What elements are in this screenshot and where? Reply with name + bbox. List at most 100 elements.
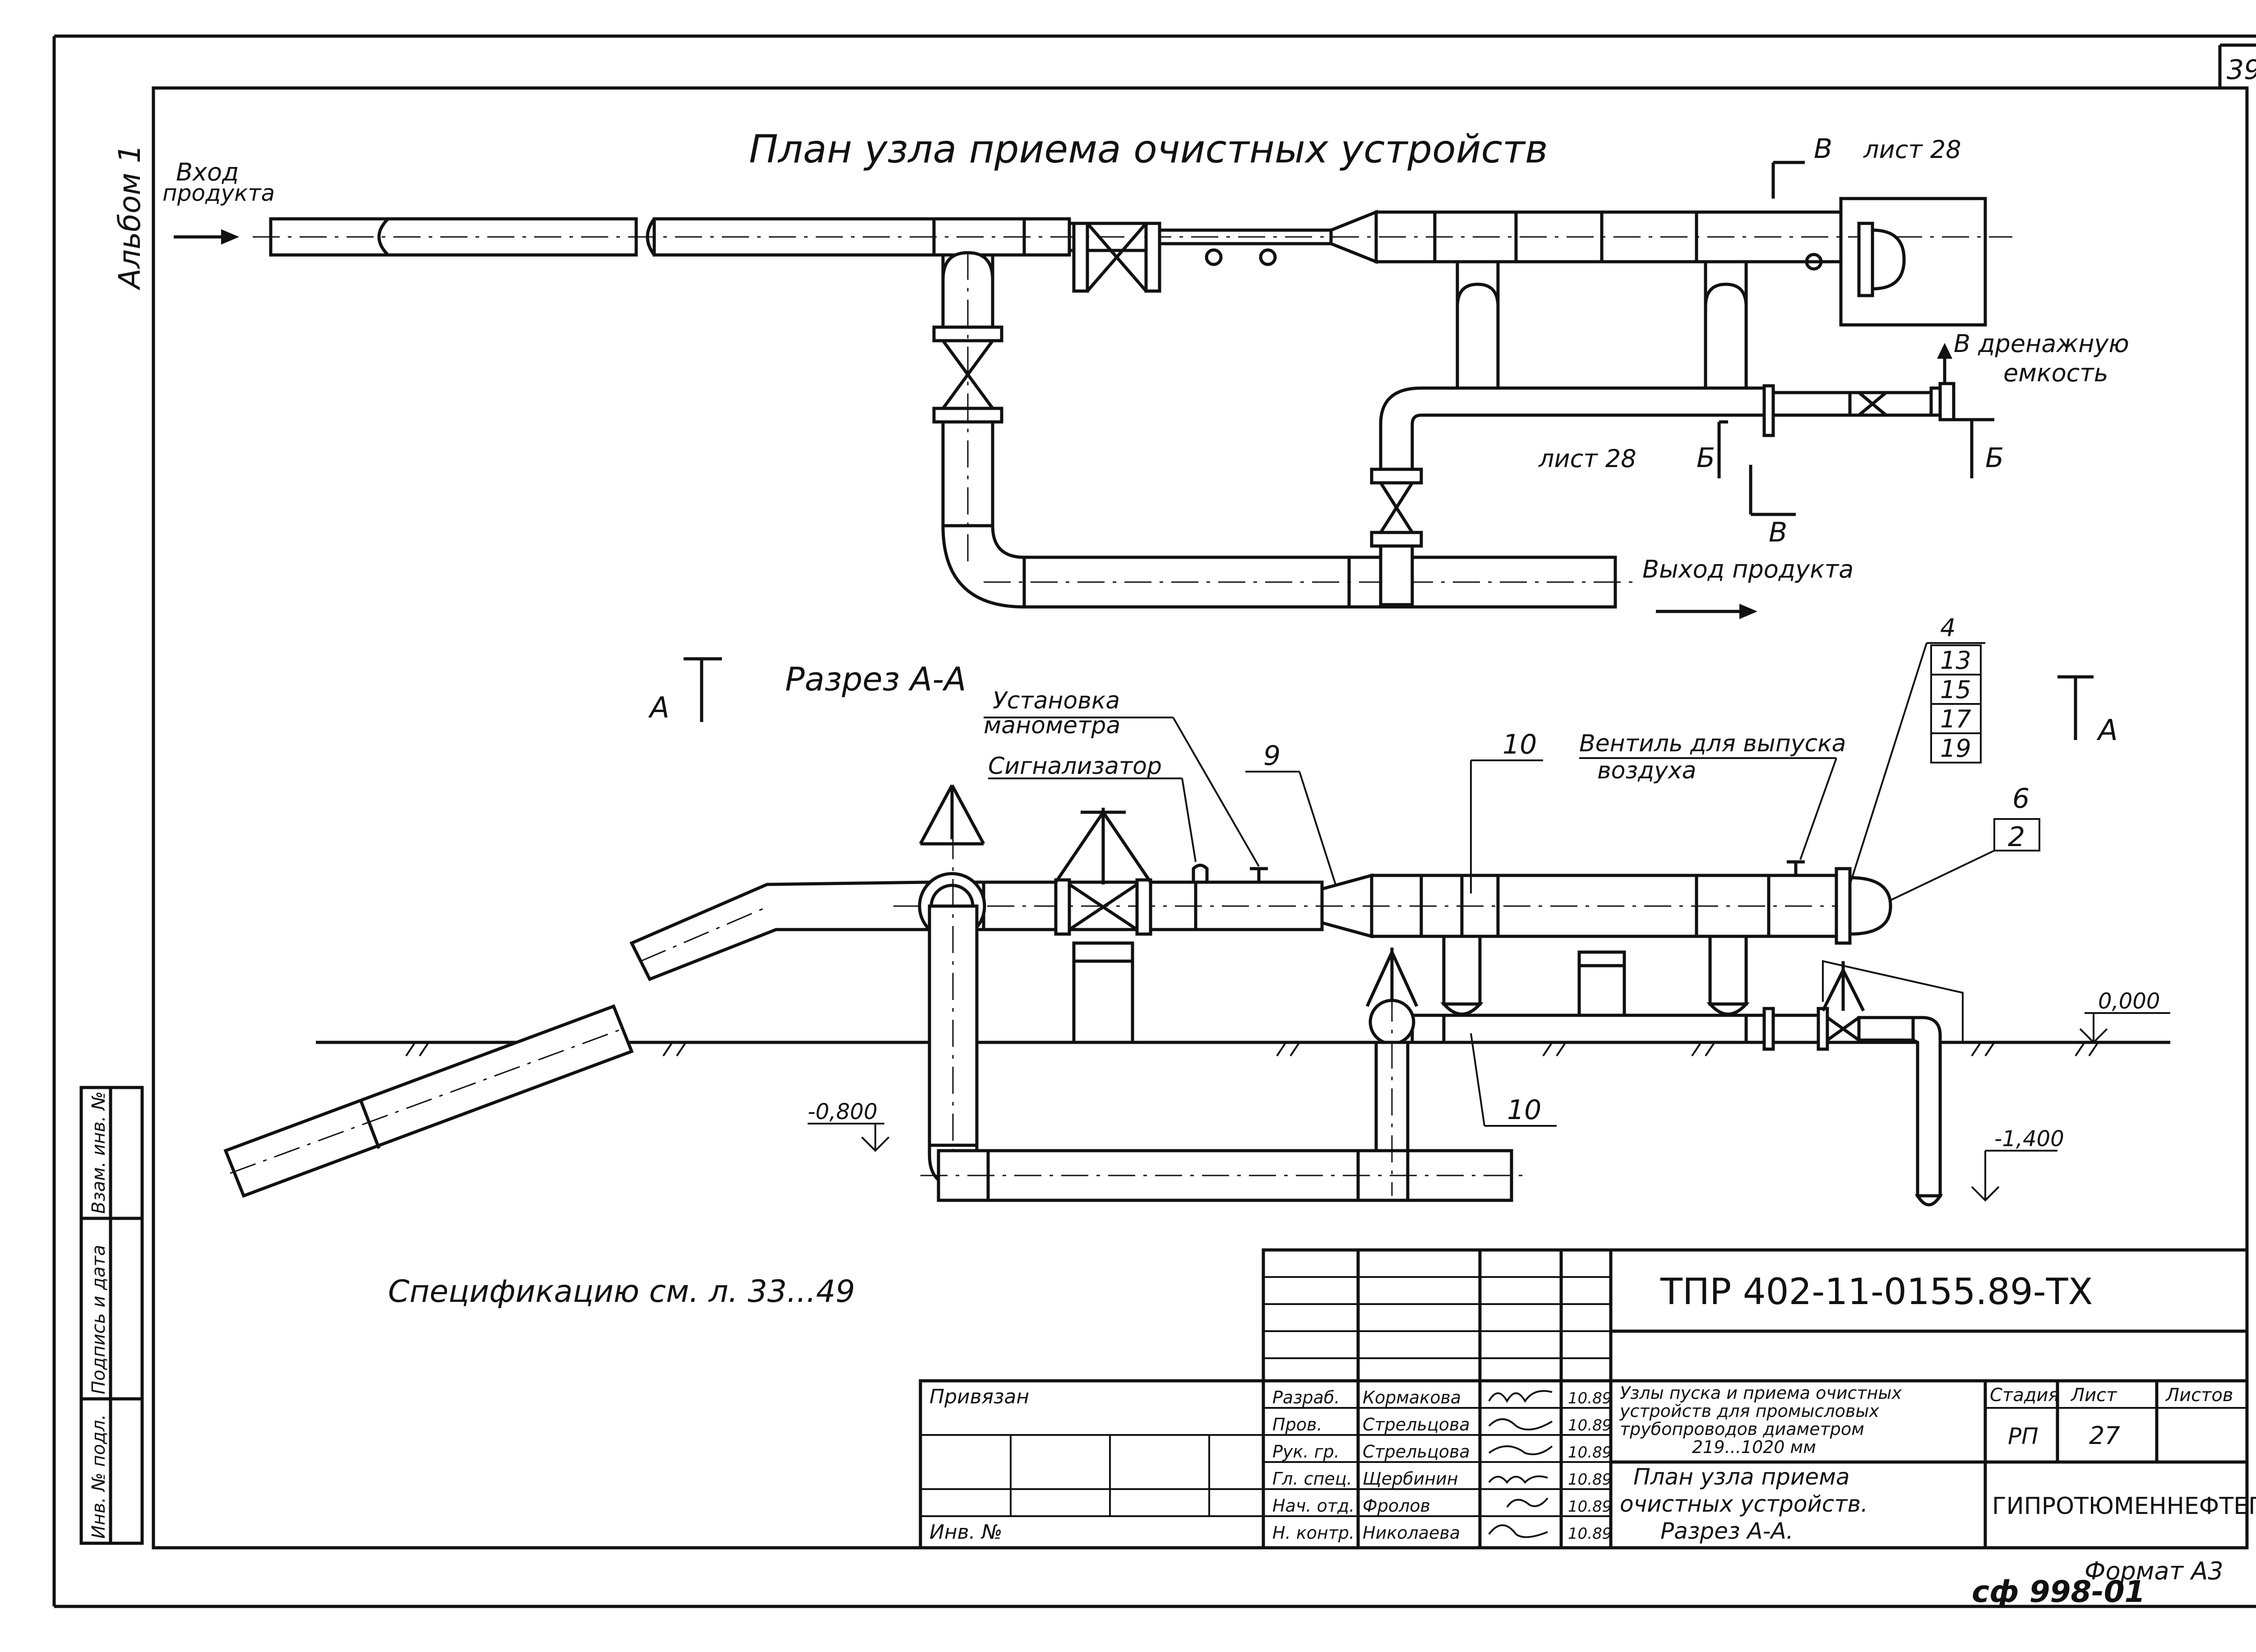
bottom-pipe-section <box>920 1149 1525 1202</box>
pos-10-bottom: 10 <box>1507 1094 1541 1126</box>
sheet-header: Лист <box>2070 1385 2117 1406</box>
section-marker-left: А <box>648 691 670 725</box>
sheet-title-2: очистных устройств. <box>1620 1491 1868 1517</box>
date-2: 10.89 <box>1568 1444 1612 1462</box>
leader-gauge-2 <box>1172 717 1260 867</box>
plan-title: План узла приема очистных устройств <box>749 127 1548 172</box>
pos-stack <box>1849 642 1985 885</box>
spec-note: Спецификацию см. л. 33...49 <box>388 1274 855 1310</box>
inlet-label-line2: продукта <box>162 180 275 206</box>
left-branch-plan <box>932 251 1026 609</box>
side-stamp-inv-orig: Инв. № подл. <box>88 1414 109 1539</box>
label-signal: Сигнализатор <box>988 753 1162 780</box>
leader-pos-6-2 <box>1890 850 1995 901</box>
elev-140-mark <box>1971 1150 2057 1202</box>
role-4: Нач. отд. <box>1272 1496 1355 1516</box>
project-title-1: Узлы пуска и приема очистных <box>1620 1383 1902 1403</box>
side-stamp-sign-date: Подпись и дата <box>88 1245 109 1394</box>
side-stamp: Взам. инв. № Подпись и дата Инв. № подл. <box>79 1086 144 1545</box>
middle-branch-plan <box>1370 260 1775 606</box>
label-gauge-line2: манометра <box>984 712 1120 739</box>
main-pipe-section <box>893 867 1892 945</box>
leader-air-valve-2 <box>1799 758 1837 860</box>
side-stamp-inv-repl: Взам. инв. № <box>88 1091 109 1214</box>
pos-2-box <box>1993 818 2040 851</box>
leader-9-2 <box>1299 771 1336 885</box>
role-2: Рук. гр. <box>1272 1442 1340 1462</box>
date-0: 10.89 <box>1568 1389 1612 1407</box>
elev-140: -1,400 <box>1994 1126 2064 1152</box>
outlet-label: Выход продукта <box>1642 555 1854 583</box>
section-b-right-letter: Б <box>1985 442 2004 474</box>
pos-stack-19: 19 <box>1940 734 1971 763</box>
inlet-pipe-section <box>223 880 931 1198</box>
sheet-title-3: Разрез А-А. <box>1660 1518 1794 1544</box>
inlet-arrow <box>174 229 239 245</box>
section-b-sheet: лист 28 <box>1538 444 1637 473</box>
pos-stack-17: 17 <box>1940 705 1971 733</box>
drain-line-section <box>1410 960 1964 1207</box>
elev-080-mark <box>808 1123 890 1152</box>
tee-left-section <box>918 784 986 1191</box>
label-gauge-line1: Установка <box>993 687 1120 714</box>
vertical-branches-section <box>1440 935 1750 1016</box>
sheet-title-1: План узла приема <box>1633 1464 1850 1490</box>
role-0: Разраб. <box>1272 1388 1340 1407</box>
date-5: 10.89 <box>1568 1525 1612 1543</box>
name-5: Николаева <box>1363 1523 1460 1543</box>
section-top-sheet: лист 28 <box>1863 135 1961 164</box>
title-block <box>919 1248 2249 1550</box>
drain-label-line1: В дренажную <box>1954 329 2129 358</box>
section-marker-a-right <box>2057 675 2094 740</box>
signal-gauge-stubs <box>1192 860 1805 884</box>
elev-zero-mark <box>2079 1012 2170 1044</box>
project-title-3: трубопроводов диаметром <box>1620 1419 1864 1439</box>
name-2: Стрельцова <box>1363 1442 1470 1462</box>
role-1: Пров. <box>1272 1415 1322 1435</box>
inlet-label-line1: Вход <box>176 158 239 186</box>
elev-080: -0,800 <box>808 1099 878 1124</box>
archive-code: сф 998-01 <box>1972 1574 2145 1609</box>
drain-label-line2: емкость <box>2003 359 2108 387</box>
name-3: Щербинин <box>1363 1469 1458 1489</box>
section-marker-b-right <box>1954 418 1994 478</box>
pos-6: 6 <box>2012 783 2029 814</box>
sheets-header: Листов <box>2165 1385 2233 1406</box>
elev-zero: 0,000 <box>2098 989 2160 1014</box>
sheet-no-value: 27 <box>2089 1421 2120 1450</box>
stage-value: РП <box>2008 1423 2039 1449</box>
privyazan: Привязан <box>929 1385 1029 1408</box>
trap-end-closure-plan <box>1839 197 1987 327</box>
pos-2: 2 <box>2008 821 2025 853</box>
inv-no: Инв. № <box>929 1521 1002 1544</box>
pos-stack-4: 4 <box>1940 614 1956 642</box>
organization: ГИПРОТЮМЕННЕФТЕГАЗ <box>1992 1493 2256 1520</box>
name-0: Кормакова <box>1363 1388 1461 1407</box>
name-1: Стрельцова <box>1363 1415 1470 1435</box>
label-air-valve-line1: Вентиль для выпуска <box>1579 730 1846 757</box>
pos-9: 9 <box>1263 740 1281 772</box>
outlet-arrow <box>1656 604 1757 619</box>
sheet-number: 39 <box>2227 54 2256 86</box>
date-1: 10.89 <box>1568 1416 1612 1435</box>
role-5: Н. контр. <box>1272 1523 1355 1543</box>
section-marker-v-bottom <box>1749 465 1796 516</box>
format: Формат А3 <box>2085 1557 2224 1585</box>
section-marker-right: А <box>2096 714 2118 747</box>
section-bottom-letter: В <box>1769 517 1787 548</box>
date-4: 10.89 <box>1568 1498 1612 1516</box>
main-gate-valve-section <box>1054 808 1152 1044</box>
pos-stack-13: 13 <box>1940 646 1971 675</box>
leader-10-bottom-2 <box>1470 1033 1485 1126</box>
stage-header: Стадия <box>1990 1385 2059 1406</box>
section-marker-b-left <box>1717 420 1728 478</box>
outlet-pipe-plan <box>984 555 1633 609</box>
album-stamp: Альбом 1 <box>112 144 147 291</box>
name-4: Фролов <box>1363 1496 1430 1516</box>
project-title-2: устройств для промысловых <box>1619 1401 1879 1421</box>
pos-stack-15: 15 <box>1940 676 1971 704</box>
label-air-valve-line2: воздуха <box>1597 757 1696 784</box>
section-marker-a-left <box>684 657 722 722</box>
section-title: Разрез А-А <box>785 660 966 698</box>
